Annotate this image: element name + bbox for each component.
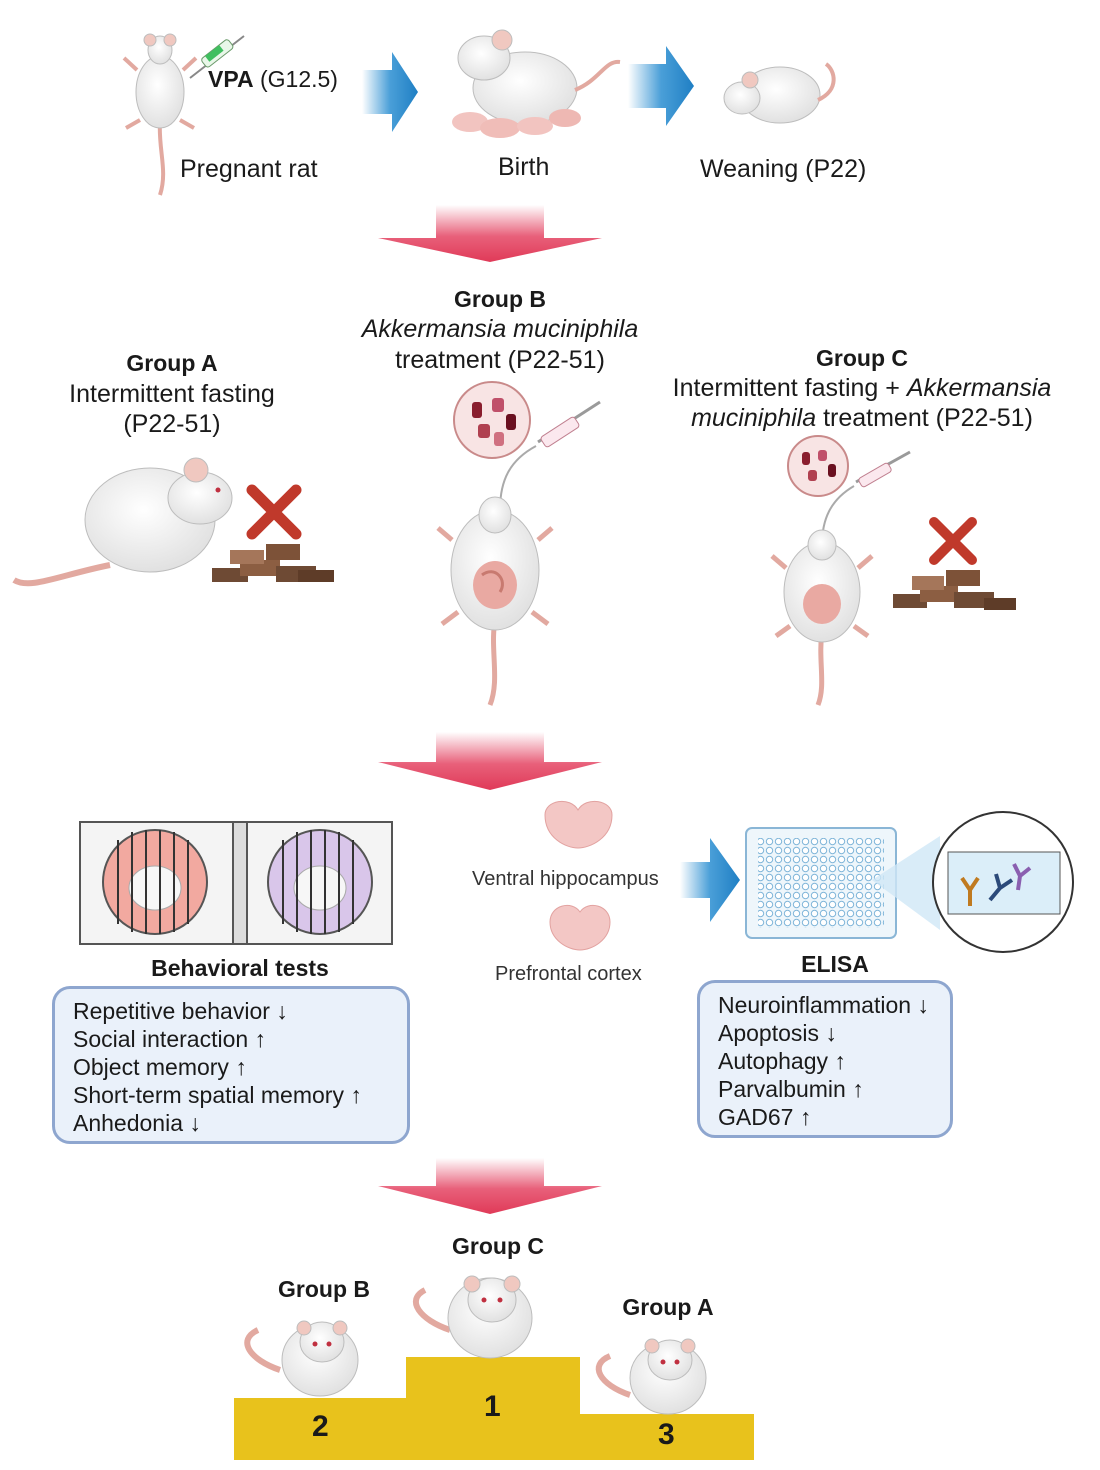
bacteria-c-icon (787, 435, 849, 497)
behavioral-results-box: Repetitive behavior ↓ Social interaction… (52, 986, 410, 1144)
group-c-title: Group C (816, 345, 908, 371)
cortex-label: Prefrontal cortex (495, 963, 642, 985)
elisa-results-box: Neuroinflammation ↓ Apoptosis ↓ Autophag… (697, 980, 953, 1138)
third-rat-icon (595, 1338, 707, 1415)
pregnant-rat-icon (122, 33, 198, 196)
vpa-label: VPA (G12.5) (208, 66, 338, 92)
cortex-slice-icon (549, 904, 611, 951)
rank-3: 3 (658, 1418, 675, 1451)
group-b-line1: Akkermansia muciniphila (361, 315, 639, 343)
elisa-item: Apoptosis ↓ (718, 1020, 837, 1046)
group-a-title: Group A (126, 350, 218, 376)
group-b-title: Group B (454, 286, 546, 312)
food-pellets-c-icon (893, 570, 1016, 610)
blue-arrow-1 (362, 52, 418, 132)
winner-rat-icon (412, 1275, 533, 1359)
weaning-label: Weaning (P22) (700, 155, 867, 183)
hippocampus-label: Ventral hippocampus (472, 868, 659, 890)
hippocampus-slice-icon (544, 800, 613, 849)
group-c-line2: muciniphila treatment (P22-51) (691, 404, 1033, 432)
behavioral-item: Short-term spatial memory ↑ (73, 1082, 362, 1108)
elisa-title: ELISA (801, 951, 869, 977)
red-arrow-3 (378, 1158, 602, 1214)
blue-arrow-3 (680, 838, 740, 922)
elisa-item: Neuroinflammation ↓ (718, 992, 929, 1018)
blue-arrow-2 (628, 46, 694, 126)
group-b-line2: treatment (P22-51) (395, 346, 605, 374)
group-c-rat-icon (770, 529, 874, 706)
behavioral-item: Anhedonia ↓ (73, 1110, 201, 1136)
elisa-item: Autophagy ↑ (718, 1048, 846, 1074)
podium (234, 1357, 754, 1460)
podium-second-label: Group B (278, 1276, 370, 1302)
birth-label: Birth (498, 153, 550, 181)
podium-first-label: Group C (452, 1233, 544, 1259)
podium-third-label: Group A (622, 1294, 714, 1320)
pregnant-rat-label: Pregnant rat (180, 155, 318, 183)
syringe-icon (189, 35, 245, 79)
behavioral-item: Object memory ↑ (73, 1054, 247, 1080)
group-a-line1: Intermittent fasting (69, 380, 275, 408)
behavioral-item: Social interaction ↑ (73, 1026, 267, 1052)
cross-c-icon (929, 517, 977, 565)
cross-a-icon (246, 484, 302, 540)
group-a-rat-icon (12, 457, 233, 587)
three-chamber-apparatus-icon (79, 821, 393, 945)
rank-2: 2 (312, 1410, 329, 1443)
red-arrow-2 (378, 732, 602, 790)
bacteria-b-icon (453, 381, 531, 459)
second-rat-icon (244, 1320, 359, 1397)
behavioral-item: Repetitive behavior ↓ (73, 998, 288, 1024)
elisa-plate-icon (745, 827, 897, 939)
group-b-rat-icon (436, 496, 554, 706)
rank-1: 1 (484, 1390, 501, 1423)
antibody-callout-icon (872, 811, 1074, 953)
red-arrow-1 (378, 205, 602, 262)
group-a-line2: (P22-51) (123, 410, 221, 438)
behavioral-title: Behavioral tests (151, 955, 329, 981)
elisa-item: Parvalbumin ↑ (718, 1076, 864, 1102)
elisa-item: GAD67 ↑ (718, 1104, 812, 1130)
group-c-line1: Intermittent fasting + Akkermansia (672, 374, 1052, 402)
young-rat-icon (723, 62, 836, 124)
food-pellets-a-icon (212, 544, 334, 582)
mother-rat-icon (452, 29, 621, 138)
